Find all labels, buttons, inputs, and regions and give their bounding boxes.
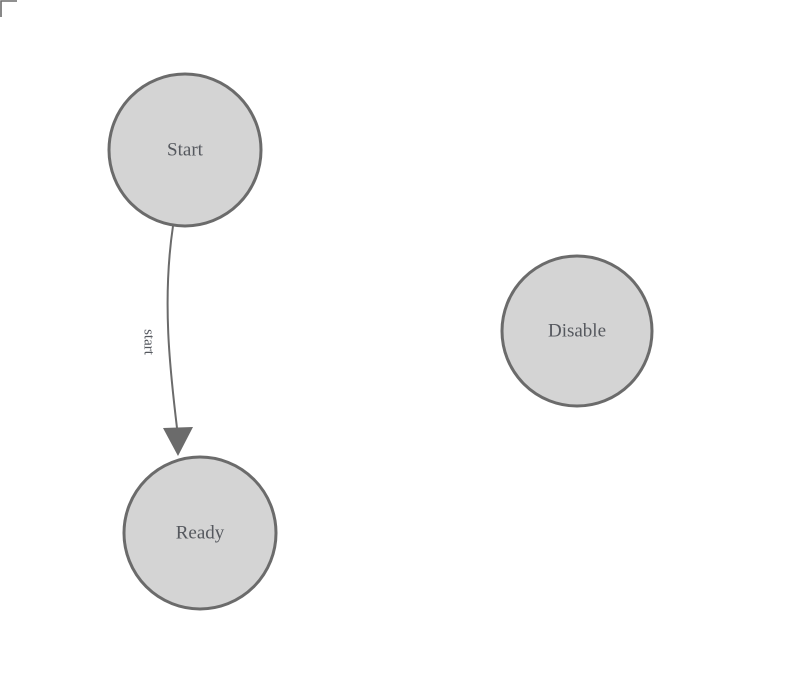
canvas-corner-mark (0, 0, 17, 17)
node-disable[interactable]: Disable (500, 254, 654, 408)
state-circle-ready[interactable] (122, 455, 278, 611)
state-label-start: Start (167, 139, 204, 160)
node-ready[interactable]: Ready (122, 455, 278, 611)
state-circle-disable[interactable] (500, 254, 654, 408)
state-circle-start[interactable] (107, 72, 263, 228)
state-label-ready: Ready (176, 522, 225, 543)
arrowhead-icon (163, 427, 193, 456)
edge-start-to-ready[interactable]: start (141, 225, 193, 456)
state-label-disable: Disable (548, 320, 606, 341)
transition-label-start: start (141, 329, 157, 356)
transition-line-start-to-ready[interactable] (166, 225, 178, 429)
node-start[interactable]: Start (107, 72, 263, 228)
